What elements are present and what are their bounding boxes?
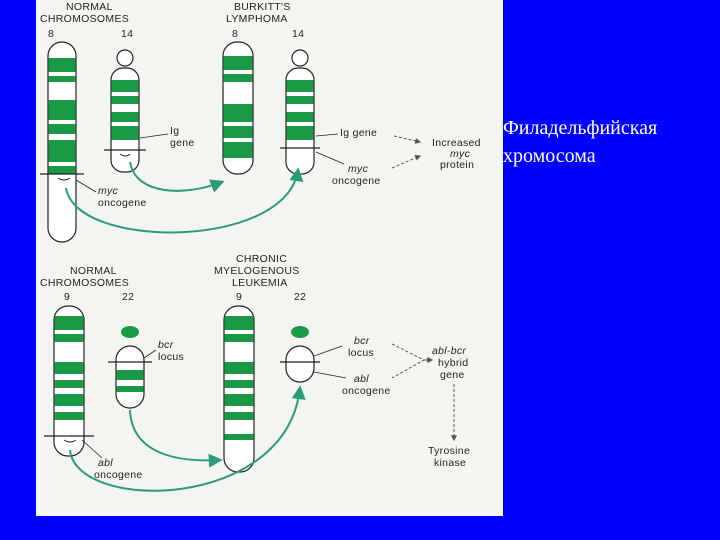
top-left-title-1: NORMAL (66, 1, 113, 13)
abl-label-left-1: abl (98, 457, 113, 469)
bottom-left-title-1: NORMAL (70, 265, 117, 277)
bcr-label-right-1: bcr (354, 335, 370, 347)
result-label-bottom-2: kinase (434, 457, 466, 469)
hybrid-label-1: abl-bcr (432, 345, 466, 357)
bcr-label-right-2: locus (348, 347, 374, 359)
arrow-22-to-9 (129, 409, 223, 468)
chromosome-translocation-figure: NORMAL CHROMOSOMES 8 14 BURKITT'S LYMPHO… (36, 0, 503, 516)
bottom-right-title-3: LEUKEMIA (232, 277, 288, 289)
top-right-title-1: BURKITT'S (234, 1, 291, 13)
chromosome-22-cml (280, 326, 320, 383)
bottom-chr-label-a: 9 (64, 291, 70, 303)
abl-label-left-2: oncogene (94, 469, 143, 481)
top-chr-label-c: 8 (232, 28, 238, 40)
arrow-9-to-22 (69, 385, 306, 492)
bottom-left-title-2: CHROMOSOMES (40, 277, 129, 289)
result-label-top-3: protein (440, 159, 474, 171)
myc-label-left-1: myc (98, 185, 119, 197)
abl-label-right-2: oncogene (342, 385, 391, 397)
hybrid-label-2: hybrid (438, 357, 468, 369)
arrow-14-to-8 (129, 161, 225, 193)
caption-line-2: хромосома (503, 145, 596, 167)
bottom-panel: NORMAL CHROMOSOMES 9 22 CHRONIC MYELOGEN… (40, 253, 470, 492)
ig-gene-label-left-1: Ig (170, 125, 179, 137)
myc-label-right-2: oncogene (332, 175, 381, 187)
top-chr-label-b: 14 (121, 28, 133, 40)
chromosome-14-burkitt (280, 49, 320, 175)
bcr-label-left-2: locus (158, 351, 184, 363)
bottom-chr-label-b: 22 (122, 291, 134, 303)
abl-label-right-1: abl (354, 373, 369, 385)
ig-gene-label-right: Ig gene (340, 127, 377, 139)
bottom-chr-label-d: 22 (294, 291, 306, 303)
caption-line-1: Филадельфийская (503, 117, 658, 139)
ig-gene-label-left-2: gene (170, 137, 195, 149)
hybrid-label-3: gene (440, 369, 465, 381)
myc-label-right-1: myc (348, 163, 369, 175)
top-chr-label-d: 14 (292, 28, 304, 40)
chromosome-8-burkitt (222, 41, 254, 175)
chromosome-14-normal (104, 49, 146, 173)
top-left-title-2: CHROMOSOMES (40, 13, 129, 25)
result-label-top-2: myc (450, 148, 471, 160)
top-chr-label-a: 8 (48, 28, 54, 40)
top-right-title-2: LYMPHOMA (226, 13, 288, 25)
chromosome-22-normal (108, 326, 152, 409)
result-label-bottom-1: Tyrosine (428, 445, 470, 457)
chromosome-8-normal (40, 41, 84, 243)
slide-caption: Филадельфийская хромосома (503, 114, 718, 170)
result-label-top-1: Increased (432, 137, 481, 149)
translocation-diagram: NORMAL CHROMOSOMES 8 14 BURKITT'S LYMPHO… (40, 1, 481, 492)
chromosome-9-cml (223, 305, 255, 473)
bcr-label-left-1: bcr (158, 339, 174, 351)
arrow-8-to-14 (65, 167, 304, 234)
bottom-right-title-1: CHRONIC (236, 253, 287, 265)
top-panel: NORMAL CHROMOSOMES 8 14 BURKITT'S LYMPHO… (40, 1, 481, 243)
chromosome-9-normal (44, 305, 94, 457)
bottom-right-title-2: MYELOGENOUS (214, 265, 300, 277)
bottom-chr-label-c: 9 (236, 291, 242, 303)
myc-label-left-2: oncogene (98, 197, 147, 209)
